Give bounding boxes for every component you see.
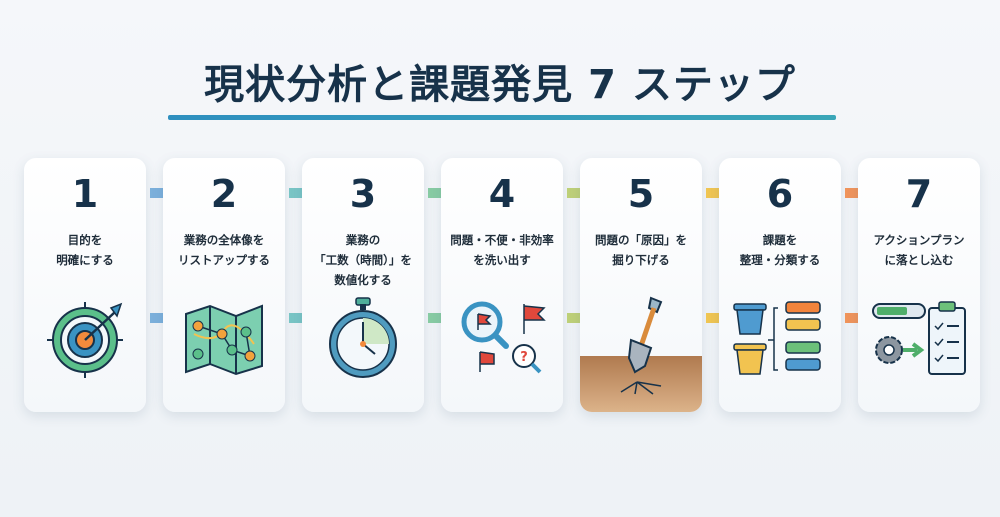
step-number: 5 <box>627 172 655 216</box>
stopwatch-icon <box>313 294 413 384</box>
step-desc-line: に落とし込む <box>884 253 954 267</box>
step-card-3: 3 業務の「工数（時間）」を数値化する <box>302 158 424 412</box>
step-desc-line: 明確にする <box>56 253 114 267</box>
shovel-roots-icon <box>591 294 691 395</box>
step-number: 7 <box>905 172 933 216</box>
step-card-7: 7 アクションプランに落とし込む <box>858 158 980 412</box>
sort-bins-icon <box>730 294 830 384</box>
step-card-6: 6 課題を整理・分類する <box>719 158 841 412</box>
step-number: 2 <box>210 172 238 216</box>
step-desc-line: 整理・分類する <box>739 253 821 267</box>
step-card-1: 1 目的を明確にする <box>24 158 146 412</box>
svg-text:?: ? <box>520 350 528 365</box>
step-description: 問題・不便・非効率を洗い出す <box>441 230 563 270</box>
step-desc-line: を洗い出す <box>473 253 531 267</box>
step-description: 目的を明確にする <box>24 230 146 270</box>
magnifier-flags-icon: ? <box>452 294 552 384</box>
step-card-5: 5 問題の「原因」を掘り下げる <box>580 158 702 412</box>
step-number: 3 <box>349 172 377 216</box>
step-desc-line: 「工数（時間）」を <box>314 253 412 267</box>
target-icon <box>35 294 135 384</box>
step-description: 業務の「工数（時間）」を数値化する <box>302 230 424 290</box>
title-underline <box>168 115 836 120</box>
step-number: 4 <box>488 172 516 216</box>
step-description: 課題を整理・分類する <box>719 230 841 270</box>
step-desc-line: 課題を <box>762 233 798 247</box>
step-number: 6 <box>766 172 794 216</box>
step-description: 問題の「原因」を掘り下げる <box>580 230 702 270</box>
step-desc-line: リストアップする <box>178 253 270 267</box>
step-card-2: 2 業務の全体像をリストアップする <box>163 158 285 412</box>
step-desc-line: 数値化する <box>334 273 392 287</box>
step-desc-line: 業務の全体像を <box>183 233 265 247</box>
step-card-4: 4 問題・不便・非効率を洗い出す ? <box>441 158 563 412</box>
step-desc-line: 業務の <box>345 233 381 247</box>
page-title: 現状分析と課題発見 7 ステップ <box>204 62 796 108</box>
step-desc-line: 問題・不便・非効率 <box>450 233 554 247</box>
step-desc-line: アクションプラン <box>873 233 965 247</box>
map-icon <box>174 294 274 384</box>
step-desc-line: 問題の「原因」を <box>595 233 687 247</box>
step-desc-line: 掘り下げる <box>612 253 670 267</box>
step-desc-line: 目的を <box>67 233 103 247</box>
action-plan-icon <box>869 294 969 384</box>
step-number: 1 <box>71 172 99 216</box>
step-description: アクションプランに落とし込む <box>858 230 980 270</box>
step-description: 業務の全体像をリストアップする <box>163 230 285 270</box>
